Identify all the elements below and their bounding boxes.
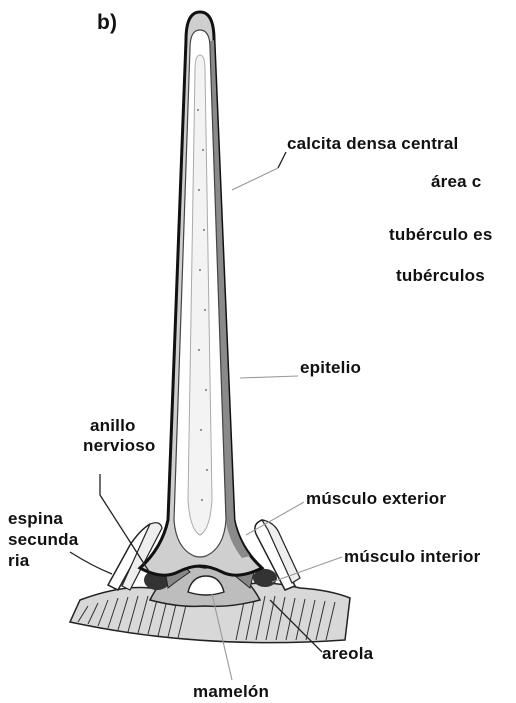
label-tuberculos: tubérculos <box>396 266 485 285</box>
label-calcita-densa-central: calcita densa central <box>287 134 458 153</box>
label-musculo-interior: músculo interior <box>344 547 480 566</box>
label-nervioso: nervioso <box>83 436 155 455</box>
label-tuberculo-es: tubérculo es <box>389 225 492 244</box>
label-secunda: secunda <box>8 530 78 549</box>
label-anillo: anillo <box>90 416 136 435</box>
label-area: área c <box>431 172 481 191</box>
label-areola: areola <box>322 644 373 663</box>
panel-label: b) <box>97 13 117 32</box>
label-musculo-exterior: músculo exterior <box>306 489 446 508</box>
label-mamelon: mamelón <box>193 682 269 701</box>
label-espina: espina <box>8 509 63 528</box>
main-spine <box>140 12 262 575</box>
label-epitelio: epitelio <box>300 358 361 377</box>
label-ria: ria <box>8 551 29 570</box>
